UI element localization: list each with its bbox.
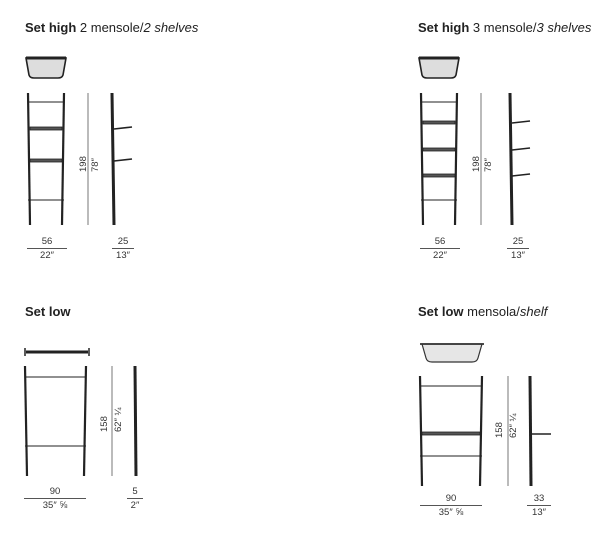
set-high-2-height-label: 198 <box>78 156 89 172</box>
title-bold: Set high <box>25 20 77 35</box>
set-low-width: 90 35″ ⅝ <box>24 486 86 511</box>
height-in: 62″ ¼ <box>113 407 124 433</box>
front-view-frame <box>418 375 484 487</box>
set-low-shelf-height-label: 158 <box>494 422 505 438</box>
height-cm: 198 <box>471 156 482 172</box>
set-low-shelf-title: Set low mensola/shelf <box>418 304 547 319</box>
width-cm: 56 <box>420 236 460 249</box>
height-in: 62″ ¼ <box>508 413 519 439</box>
title-regular: 2 mensole/ <box>76 20 144 35</box>
top-view-tray <box>25 56 67 79</box>
set-low-shelf-depth: 33 13″ <box>527 493 551 518</box>
width-in: 22″ <box>40 250 54 261</box>
set-high-3-depth: 25 13″ <box>507 236 529 261</box>
title-regular: 3 mensole/ <box>469 20 537 35</box>
set-low-depth: 5 2″ <box>127 486 143 511</box>
top-view-tray <box>418 56 460 79</box>
set-high-2-width: 56 22″ <box>27 236 67 261</box>
set-high-2-depth: 25 13″ <box>112 236 134 261</box>
depth-cm: 25 <box>112 236 134 249</box>
set-low-drawing <box>23 348 138 477</box>
depth-cm: 25 <box>507 236 529 249</box>
depth-in: 13″ <box>511 250 525 261</box>
top-view-tray <box>420 343 484 363</box>
title-italic: 3 shelves <box>536 20 592 35</box>
height-cm: 158 <box>99 416 110 432</box>
set-low-height-label: 158 <box>99 416 110 432</box>
side-view <box>508 92 531 226</box>
title-italic: shelf <box>519 304 548 319</box>
set-low-shelf-width: 90 35″ ⅝ <box>420 493 482 518</box>
title-bold: Set low <box>418 304 464 319</box>
depth-cm: 5 <box>127 486 143 499</box>
set-high-3-height-label: 198 <box>471 156 482 172</box>
set-high-3-width: 56 22″ <box>420 236 460 261</box>
width-in: 35″ ⅝ <box>438 507 464 518</box>
front-view-frame <box>23 365 88 477</box>
depth-in: 13″ <box>532 507 546 518</box>
depth-in: 2″ <box>130 500 140 511</box>
set-high-3-height-in-label: 78″ <box>483 158 494 172</box>
set-high-2-drawing <box>25 56 133 226</box>
width-cm: 90 <box>24 486 86 499</box>
side-view <box>133 365 138 477</box>
depth-cm: 33 <box>527 493 551 506</box>
height-cm: 198 <box>78 156 89 172</box>
set-high-3-drawing <box>418 56 531 226</box>
set-high-2-title: Set high 2 mensole/2 shelves <box>25 20 198 35</box>
width-in: 35″ ⅝ <box>42 500 68 511</box>
set-low-title: Set low <box>25 304 71 319</box>
height-in: 78″ <box>483 158 494 172</box>
set-high-3-title: Set high 3 mensole/3 shelves <box>418 20 591 35</box>
set-low-height-in-label: 62″ ¼ <box>113 408 124 433</box>
depth-in: 13″ <box>116 250 130 261</box>
title-bold: Set high <box>418 20 470 35</box>
title-bold: Set low <box>25 304 71 319</box>
top-view-bar <box>24 348 90 356</box>
front-view-frame <box>419 92 459 226</box>
title-italic: 2 shelves <box>143 20 199 35</box>
height-cm: 158 <box>494 422 505 438</box>
set-low-shelf-height-in-label: 62″ ¼ <box>508 414 519 439</box>
width-cm: 56 <box>27 236 67 249</box>
set-low-shelf-drawing <box>418 343 551 487</box>
height-in: 78″ <box>90 158 101 172</box>
side-view <box>110 92 133 226</box>
set-high-2-height-in-label: 78″ <box>90 158 101 172</box>
front-view-frame <box>26 92 66 226</box>
width-cm: 90 <box>420 493 482 506</box>
width-in: 22″ <box>433 250 447 261</box>
title-regular: mensola/ <box>463 304 520 319</box>
side-view <box>528 375 551 487</box>
